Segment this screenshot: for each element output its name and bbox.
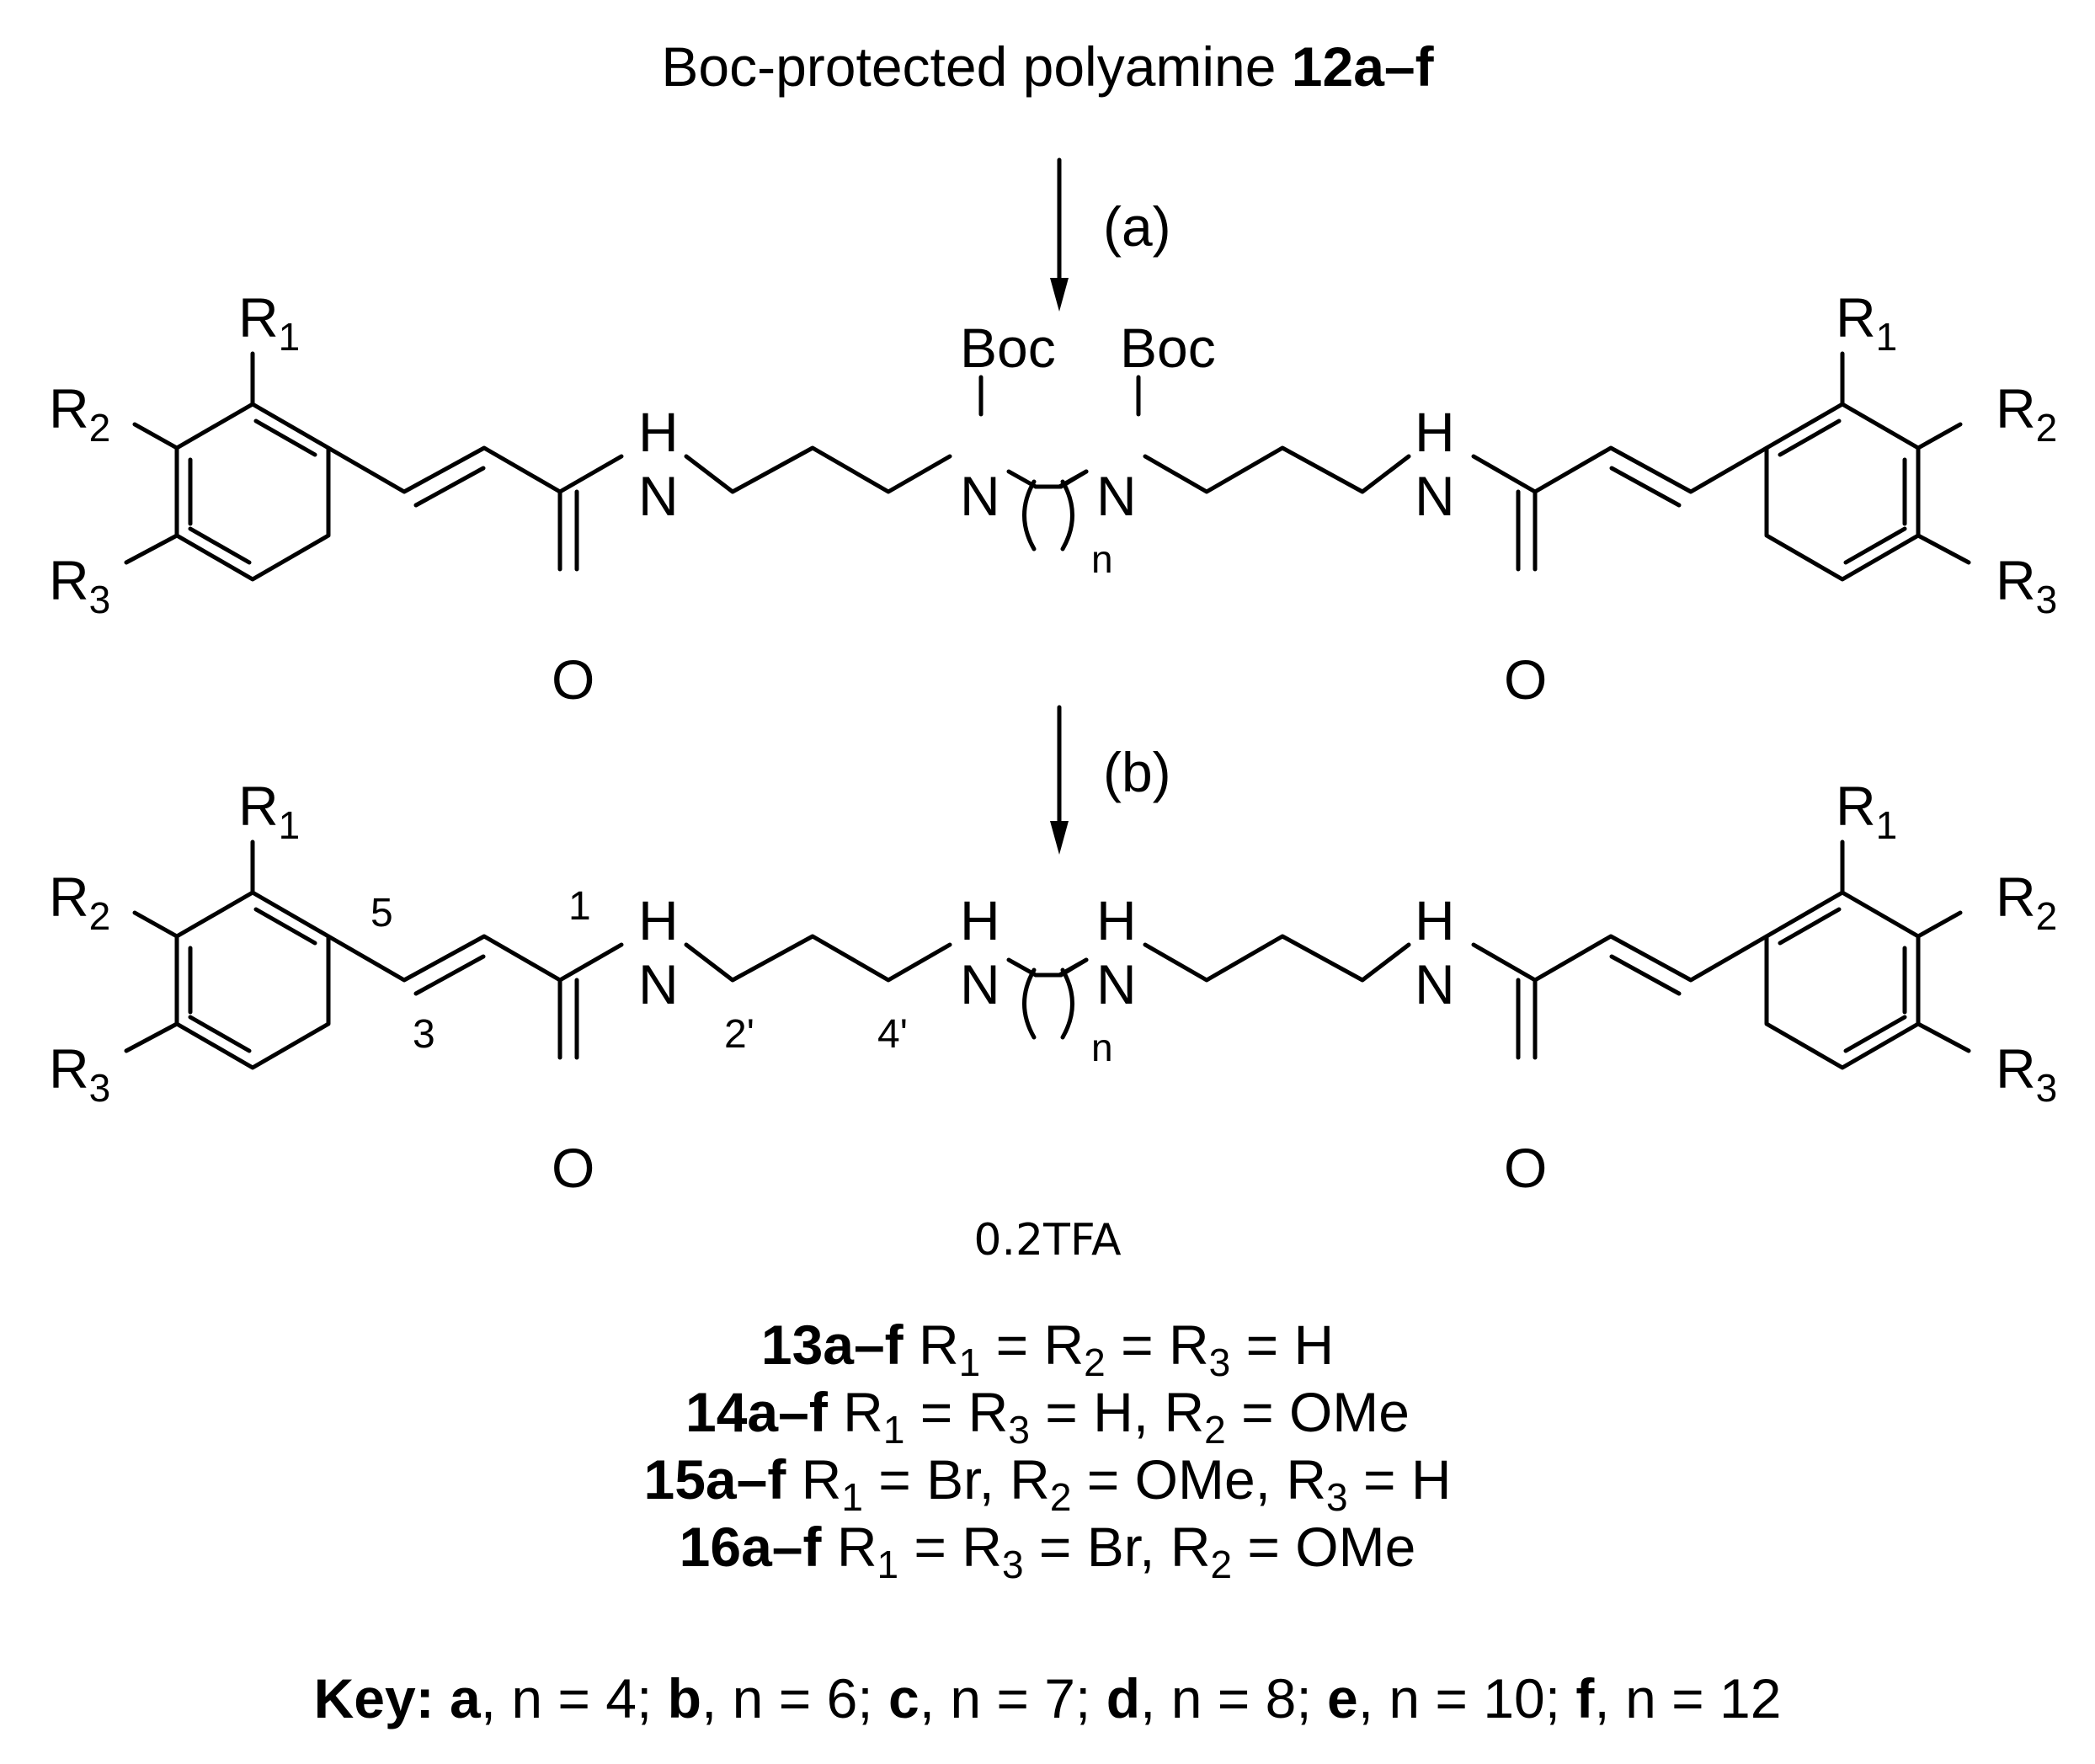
- compound-id: 14a–f: [685, 1381, 843, 1443]
- amine-nitrogen: N: [1096, 953, 1137, 1015]
- amine-nitrogen: N: [960, 953, 1000, 1015]
- chain-length-key: Key: a, n = 4; b, n = 6; c, n = 7; d, n …: [314, 1667, 1782, 1729]
- r1-label: R1: [1836, 775, 1897, 847]
- amide-hydrogen: H: [1415, 401, 1455, 463]
- r3-label: R3: [49, 549, 110, 621]
- title-text: Boc-protected polyamine: [661, 35, 1291, 98]
- boc-group-right: Boc: [1120, 317, 1216, 379]
- amine-nitrogen: N: [1096, 465, 1137, 527]
- compound-id: 16a–f: [680, 1516, 837, 1578]
- scheme-title: Boc-protected polyamine 12a–f: [661, 35, 1434, 98]
- r1-label: R1: [238, 775, 300, 847]
- position-1: 1: [568, 884, 591, 929]
- r3-label: R3: [1996, 1037, 2057, 1110]
- compound-13-definition: 13a–f R1 = R2 = R3 = H: [761, 1314, 1334, 1384]
- compound-list: 13a–f R1 = R2 = R3 = H 14a–f R1 = R3 = H…: [644, 1314, 1452, 1586]
- arrowhead-b: [1050, 821, 1069, 855]
- boc-intermediate-structure: R1 R2 R3 O N H N Boc n R1 R2 R3 O N H N …: [49, 286, 2057, 711]
- compound-id: 13a–f: [761, 1314, 919, 1376]
- r2-label: R2: [1996, 866, 2057, 938]
- chain-n-bracket: [1022, 479, 1037, 552]
- chain-n-index: n: [1091, 1026, 1113, 1069]
- carbonyl-oxygen: O: [1504, 648, 1547, 711]
- position-5: 5: [370, 891, 393, 935]
- r3-label: R3: [49, 1037, 110, 1110]
- position-2-prime: 2': [724, 1012, 754, 1057]
- boc-group-left: Boc: [960, 317, 1056, 379]
- r3-label: R3: [1996, 549, 2057, 621]
- compound-15-definition: 15a–f R1 = Br, R2 = OMe, R3 = H: [644, 1448, 1452, 1519]
- position-3: 3: [413, 1012, 435, 1057]
- amide-hydrogen: H: [638, 889, 679, 951]
- amine-hydrogen: H: [960, 889, 1000, 951]
- chain-n-index: n: [1091, 537, 1113, 581]
- carbonyl-oxygen: O: [552, 648, 594, 711]
- step-label-b: (b): [1103, 741, 1171, 803]
- title-compound: 12a–f: [1292, 35, 1435, 98]
- r2-label: R2: [1996, 377, 2057, 450]
- amide-nitrogen: N: [1415, 953, 1455, 1015]
- compound-14-definition: 14a–f R1 = R3 = H, R2 = OMe: [685, 1381, 1410, 1452]
- amine-nitrogen: N: [960, 465, 1000, 527]
- salt-label: 0.2TFA: [973, 1215, 1122, 1266]
- position-4-prime: 4': [877, 1012, 908, 1057]
- r1-label: R1: [238, 286, 300, 359]
- amide-nitrogen: N: [638, 465, 679, 527]
- compound-16-definition: 16a–f R1 = R3 = Br, R2 = OMe: [680, 1516, 1416, 1586]
- amide-nitrogen: N: [1415, 465, 1455, 527]
- arrowhead-a: [1050, 278, 1069, 312]
- amine-hydrogen: H: [1096, 889, 1137, 951]
- step-label-a: (a): [1103, 195, 1171, 258]
- amide-nitrogen: N: [638, 953, 679, 1015]
- carbonyl-oxygen: O: [552, 1137, 594, 1199]
- r1-label: R1: [1836, 286, 1897, 359]
- carbonyl-oxygen: O: [1504, 1137, 1547, 1199]
- amide-hydrogen: H: [638, 401, 679, 463]
- deprotected-product-structure: R1 R2 R3 O N H N H n 1 3 5 2' 4' R1 R2 R…: [49, 775, 2057, 1199]
- amide-hydrogen: H: [1415, 889, 1455, 951]
- r2-label: R2: [49, 377, 110, 450]
- r2-label: R2: [49, 866, 110, 938]
- compound-id: 15a–f: [644, 1448, 802, 1511]
